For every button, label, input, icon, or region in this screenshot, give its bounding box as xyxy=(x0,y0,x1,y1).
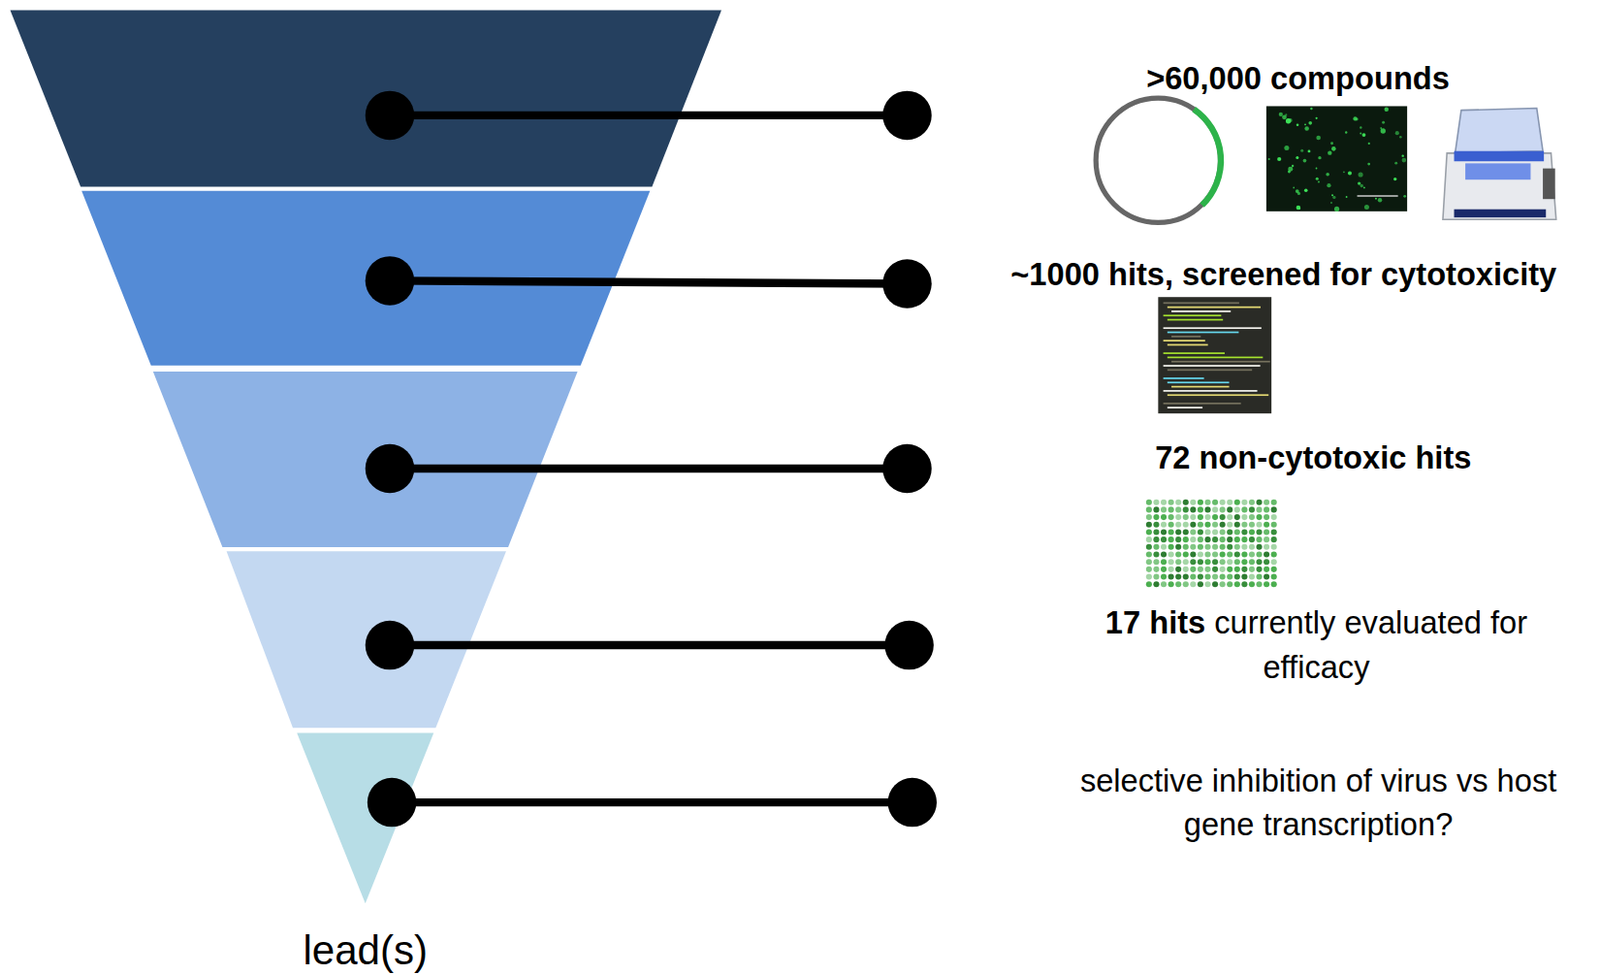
funnel-band xyxy=(296,733,434,904)
well-plate xyxy=(1145,498,1280,591)
leader-lines xyxy=(389,115,913,802)
funnel-output-label: lead(s) xyxy=(302,922,428,974)
code-screenshot xyxy=(1157,296,1272,414)
plate-reader-icon xyxy=(1442,108,1557,221)
stage-label: 17 hits currently evaluated for efficacy xyxy=(1060,602,1571,690)
stage-label: 72 non-cytotoxic hits xyxy=(1154,436,1472,480)
stage-label: >60,000 compounds xyxy=(1146,57,1450,101)
stage-label: ~1000 hits, screened for cytotoxicity xyxy=(1010,253,1557,297)
fluorescence-image xyxy=(1266,105,1408,212)
leader-dots xyxy=(365,91,937,828)
plasmid-icon xyxy=(1095,97,1221,223)
stage-label: selective inhibition of virus vs host ge… xyxy=(1042,759,1594,847)
funnel-band xyxy=(153,371,578,547)
funnel-band xyxy=(10,10,722,188)
funnel-band xyxy=(226,550,507,728)
